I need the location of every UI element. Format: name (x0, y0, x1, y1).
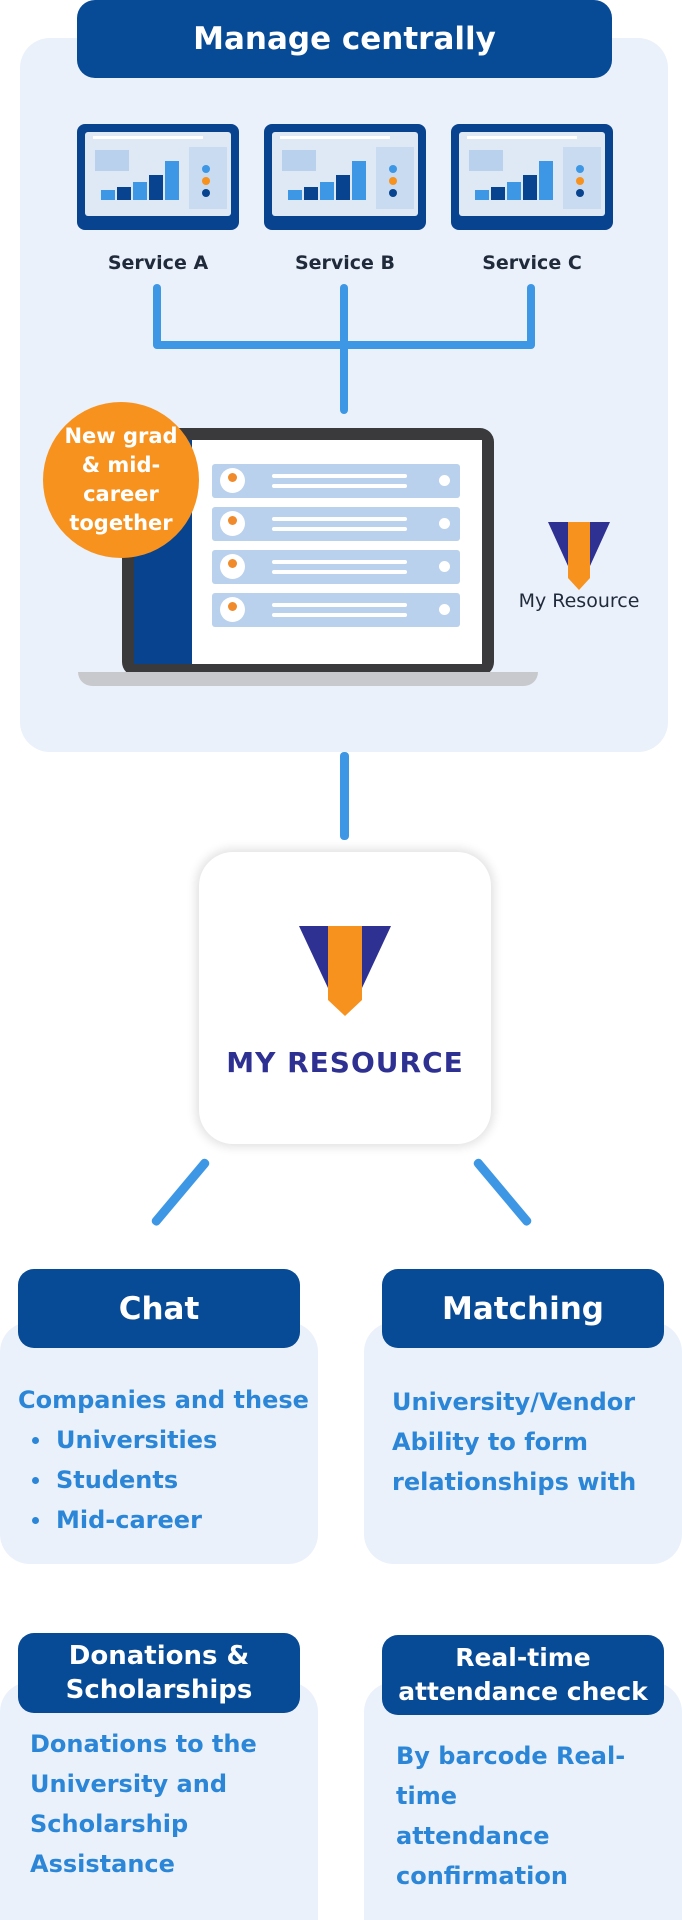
my-resource-logo (299, 926, 391, 1016)
donations-panel (0, 1682, 318, 1920)
connector-horizontal (153, 341, 535, 349)
avatar-icon (220, 597, 245, 622)
donations-line: University and (30, 1770, 228, 1798)
laptop-icon (78, 424, 538, 686)
matching-body: University/Vendor Ability to form relati… (392, 1382, 682, 1502)
matching-header: Matching (382, 1269, 664, 1348)
chat-body: Companies and these Universities Student… (18, 1380, 318, 1540)
chat-title: Chat (118, 1290, 200, 1327)
service-b-monitor-icon (264, 124, 426, 230)
service-c-label: Service C (482, 252, 582, 274)
list-item: Students (18, 1460, 318, 1500)
check-icon (439, 518, 450, 529)
connector-a (153, 284, 161, 348)
manage-centrally-header: Manage centrally (77, 0, 612, 78)
connector-c (527, 284, 535, 348)
service-c-monitor-icon (451, 124, 613, 230)
connector-to-logo (340, 752, 349, 840)
donations-title-line2: Scholarships (65, 1675, 253, 1705)
matching-line: relationships with (392, 1468, 637, 1496)
badge-text: New grad & mid-career together (64, 424, 178, 535)
header-title: Manage centrally (193, 21, 496, 57)
avatar-icon (220, 468, 245, 493)
chat-panel (0, 1322, 318, 1564)
new-grad-badge: New grad & mid-career together (43, 402, 199, 558)
chat-header: Chat (18, 1269, 300, 1348)
check-icon (439, 604, 450, 615)
donations-body: Donations to the University and Scholars… (30, 1724, 318, 1884)
donations-line: Assistance (30, 1850, 175, 1878)
donations-title-line1: Donations & (68, 1641, 250, 1671)
my-resource-card: MY RESOURCE (199, 852, 491, 1144)
connector-b (340, 284, 348, 414)
donations-header: Donations & Scholarships (18, 1633, 300, 1713)
avatar-icon (220, 511, 245, 536)
list-item: Universities (18, 1420, 318, 1460)
service-a-label: Service A (107, 252, 209, 274)
list-item: Mid-career (18, 1500, 318, 1540)
attendance-title-line2: attendance check (398, 1677, 648, 1706)
connector-diagonal-left (150, 1157, 211, 1228)
attendance-line: attendance (396, 1822, 550, 1850)
donations-line: Scholarship (30, 1810, 189, 1838)
attendance-line: confirmation (396, 1862, 568, 1890)
donations-line: Donations to the (30, 1730, 257, 1758)
matching-line: University/Vendor (392, 1388, 636, 1416)
chat-intro: Companies and these (18, 1386, 309, 1414)
attendance-panel (364, 1682, 682, 1920)
my-resource-small-label: My Resource (518, 590, 640, 612)
matching-line: Ability to form (392, 1428, 588, 1456)
attendance-title-line1: Real-time (455, 1643, 591, 1672)
my-resource-large-label: MY RESOURCE (226, 1046, 464, 1079)
check-icon (439, 475, 450, 486)
connector-diagonal-right (472, 1157, 533, 1228)
avatar-icon (220, 554, 245, 579)
attendance-header: Real-time attendance check (382, 1635, 664, 1715)
chat-list: Universities Students Mid-career (18, 1420, 318, 1540)
check-icon (439, 561, 450, 572)
matching-title: Matching (442, 1290, 604, 1327)
my-resource-logo (548, 522, 610, 590)
attendance-line: By barcode Real-time (396, 1742, 626, 1810)
matching-panel (364, 1322, 682, 1564)
service-b-label: Service B (294, 252, 396, 274)
attendance-body: By barcode Real-time attendance confirma… (396, 1736, 682, 1896)
service-a-monitor-icon (77, 124, 239, 230)
